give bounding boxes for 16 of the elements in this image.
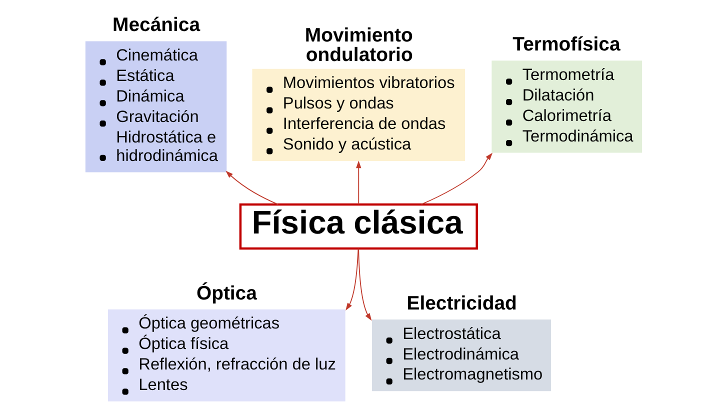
- node-label: Óptica: [196, 282, 257, 304]
- node-label: Electricidad: [406, 292, 517, 314]
- node-label: Termofísica: [512, 33, 620, 56]
- node-box: Física clásica: [239, 202, 478, 250]
- node-label: Movimiento ondulatorio: [304, 24, 413, 66]
- node-label: Mecánica: [112, 14, 200, 36]
- arrow: [420, 152, 493, 204]
- node-box: Cinemática Estática Dinámica Gravitación Hidrostática e hidrodinámica: [85, 40, 227, 172]
- node-box: Movimientos vibratorios Pulsos y ondas Interferencia de ondas Sonido y acústica: [252, 68, 466, 160]
- arrow: [346, 248, 359, 310]
- arrow: [226, 170, 279, 204]
- arrow: [358, 248, 372, 320]
- node-box: Electrostática Electrodinámica Electromagnetismo: [372, 319, 551, 391]
- node-box: Termometría Dilatación Calorimetría Termodinámica: [492, 60, 642, 152]
- arrow: [356, 160, 362, 204]
- node-box: Óptica geométricas Óptica física Reflexión, refracción de luz Lentes: [108, 308, 346, 401]
